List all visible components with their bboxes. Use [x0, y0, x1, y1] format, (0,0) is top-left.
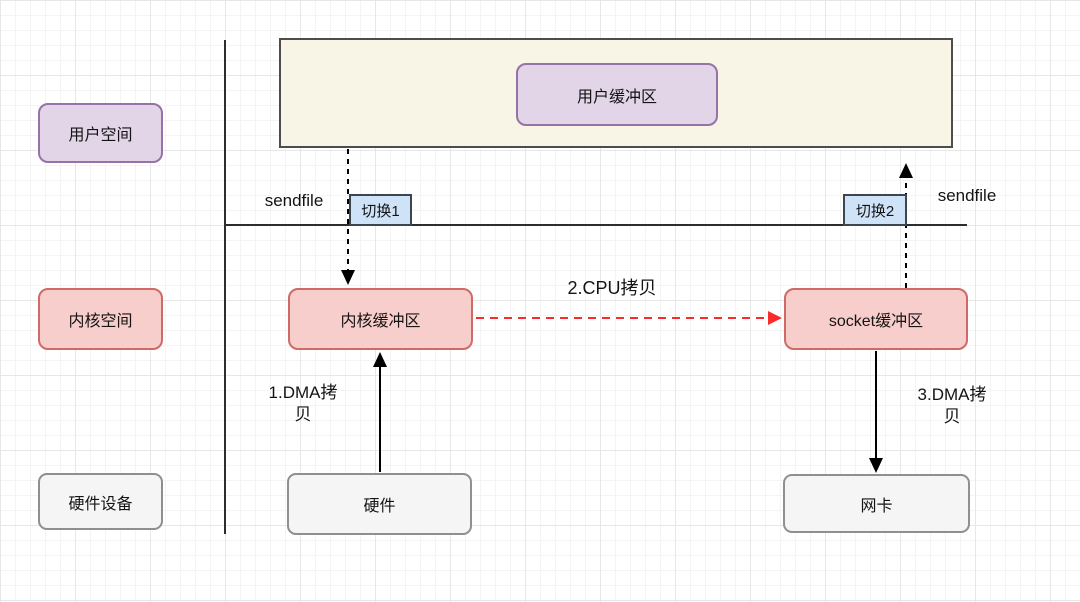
sendfile-down-arrowhead	[341, 270, 355, 285]
dma1-arrowhead	[373, 352, 387, 367]
user-buffer-text: 用户缓冲区	[576, 88, 657, 106]
lane-hardware-device-text: 硬件设备	[68, 495, 133, 513]
label-dma-copy-3: 3.DMA拷 贝	[917, 385, 987, 426]
label-sendfile-left: sendfile	[264, 191, 324, 210]
lane-label-hardware-device: 硬件设备	[38, 473, 163, 530]
switch2-text: 切换2	[855, 202, 895, 220]
kernel-buffer-text: 内核缓冲区	[340, 313, 421, 330]
node-context-switch-2: 切换2	[843, 194, 907, 226]
switch1-text: 切换1	[361, 202, 400, 220]
node-user-buffer: 用户缓冲区	[516, 63, 718, 126]
socket-buffer-text: socket缓冲区	[828, 313, 924, 330]
dma3-arrowhead	[869, 458, 883, 473]
node-kernel-buffer: 内核缓冲区	[288, 288, 473, 350]
cpu-copy-arrowhead	[768, 311, 782, 325]
sendfile-up-arrowhead	[899, 163, 913, 178]
node-context-switch-1: 切换1	[349, 194, 412, 226]
node-hardware: 硬件	[287, 473, 472, 535]
label-cpu-copy: 2.CPU拷贝	[567, 278, 657, 298]
node-nic: 网卡	[783, 474, 970, 533]
label-dma-copy-1: 1.DMA拷 贝	[268, 383, 338, 424]
lane-kernel-space-text: 内核空间	[68, 313, 133, 330]
hardware-text: 硬件	[363, 498, 396, 515]
lane-label-kernel-space: 内核空间	[38, 288, 163, 350]
node-socket-buffer: socket缓冲区	[784, 288, 968, 350]
label-sendfile-right: sendfile	[937, 186, 997, 205]
user-kernel-boundary-line	[225, 224, 967, 226]
lane-user-space-text: 用户空间	[68, 127, 133, 144]
lane-label-user-space: 用户空间	[38, 103, 163, 163]
nic-text: 网卡	[860, 497, 893, 515]
space-boundary-vertical-line	[224, 40, 226, 534]
